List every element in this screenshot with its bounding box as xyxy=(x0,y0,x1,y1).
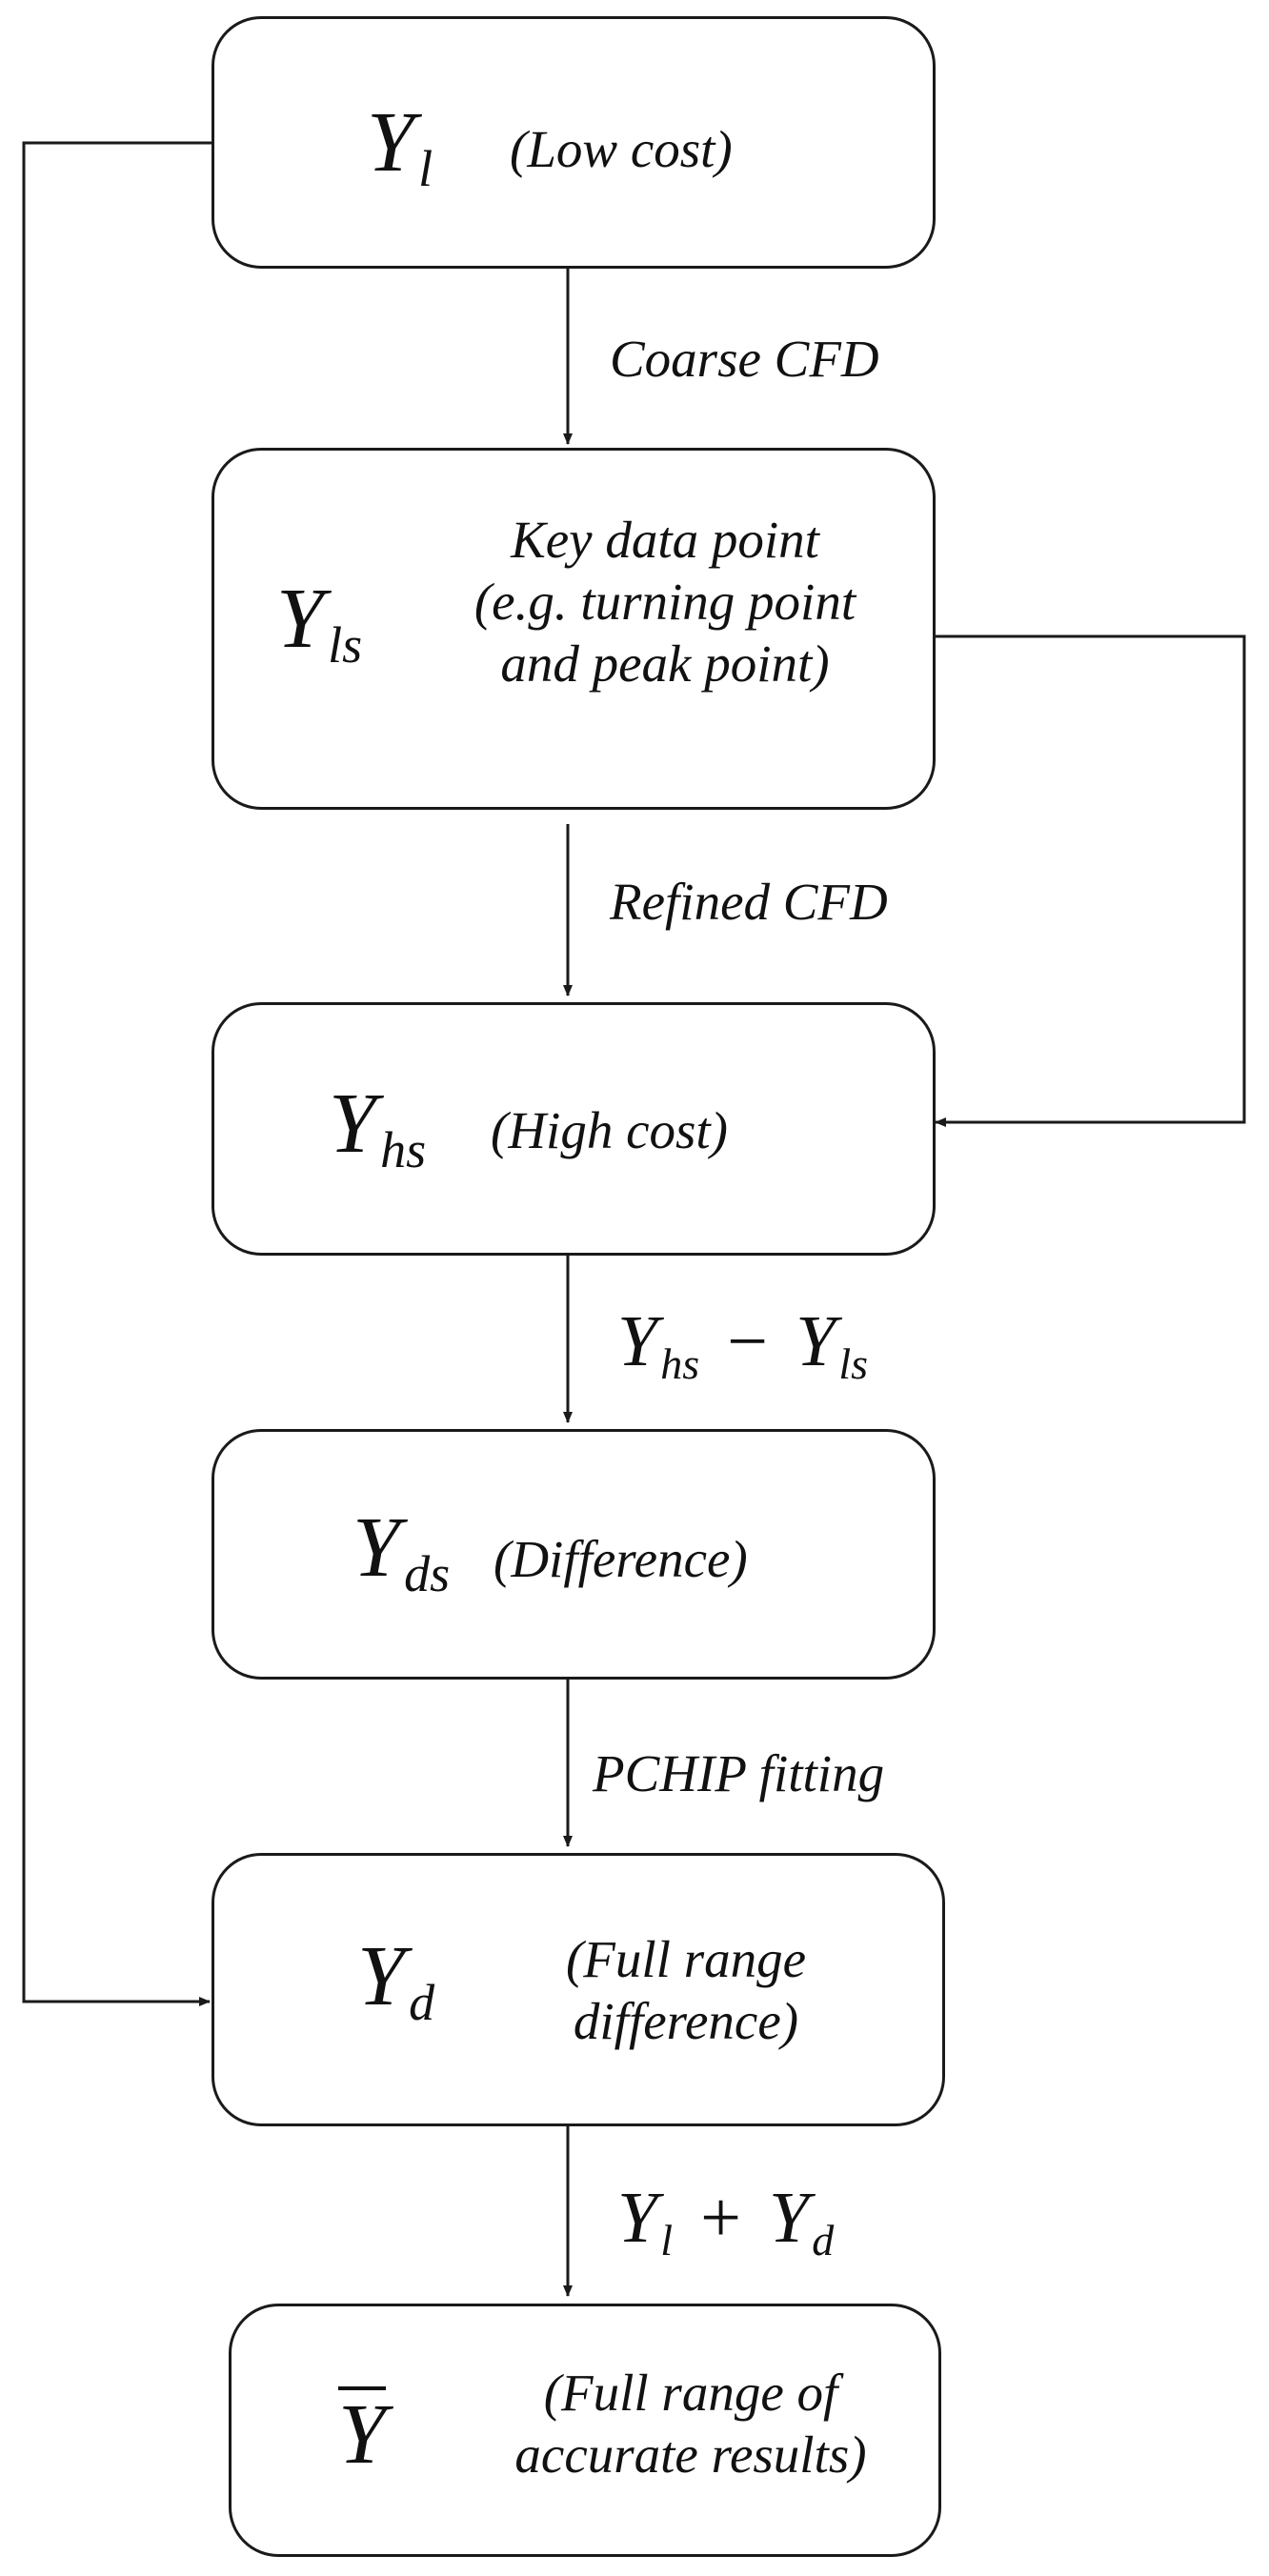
node-ybar-label: (Full range of accurate results) xyxy=(514,2364,867,2484)
node-yls-symbol: Yls xyxy=(276,572,363,674)
node-yl-label: (Low cost) xyxy=(510,120,733,178)
node-yls xyxy=(212,448,936,810)
node-yhs-symbol: Yhs xyxy=(329,1077,427,1179)
node-yd xyxy=(212,1853,945,2126)
node-ybar xyxy=(229,2304,941,2557)
node-yls-label: Key data point (e.g. turning point and p… xyxy=(473,511,856,693)
arrow-yls-bypass-to-yhs xyxy=(935,634,1246,1127)
node-yds-symbol: Yds xyxy=(352,1500,451,1603)
edge-label-yl-plus-yd: Yl + Yd xyxy=(617,2178,835,2264)
edge-label-coarse-cfd: Coarse CFD xyxy=(610,330,879,388)
node-yds-label: (Difference) xyxy=(494,1530,748,1588)
node-yds xyxy=(212,1429,936,1680)
node-yhs xyxy=(212,1002,936,1256)
node-yhs-label: (High cost) xyxy=(491,1101,728,1159)
node-yd-symbol: Yd xyxy=(357,1929,435,2032)
edge-label-pchip-fitting: PCHIP fitting xyxy=(593,1744,885,1802)
node-yd-label: (Full range difference) xyxy=(565,1930,807,2050)
node-ybar-symbol: Y xyxy=(338,2386,387,2482)
edge-label-refined-cfd: Refined CFD xyxy=(610,873,888,931)
arrow-yl-bypass-to-yd xyxy=(22,141,212,2006)
node-yl xyxy=(212,16,936,269)
node-yl-symbol: Yl xyxy=(367,95,433,198)
edge-label-yhs-minus-yls: Yhs − Yls xyxy=(617,1301,869,1388)
